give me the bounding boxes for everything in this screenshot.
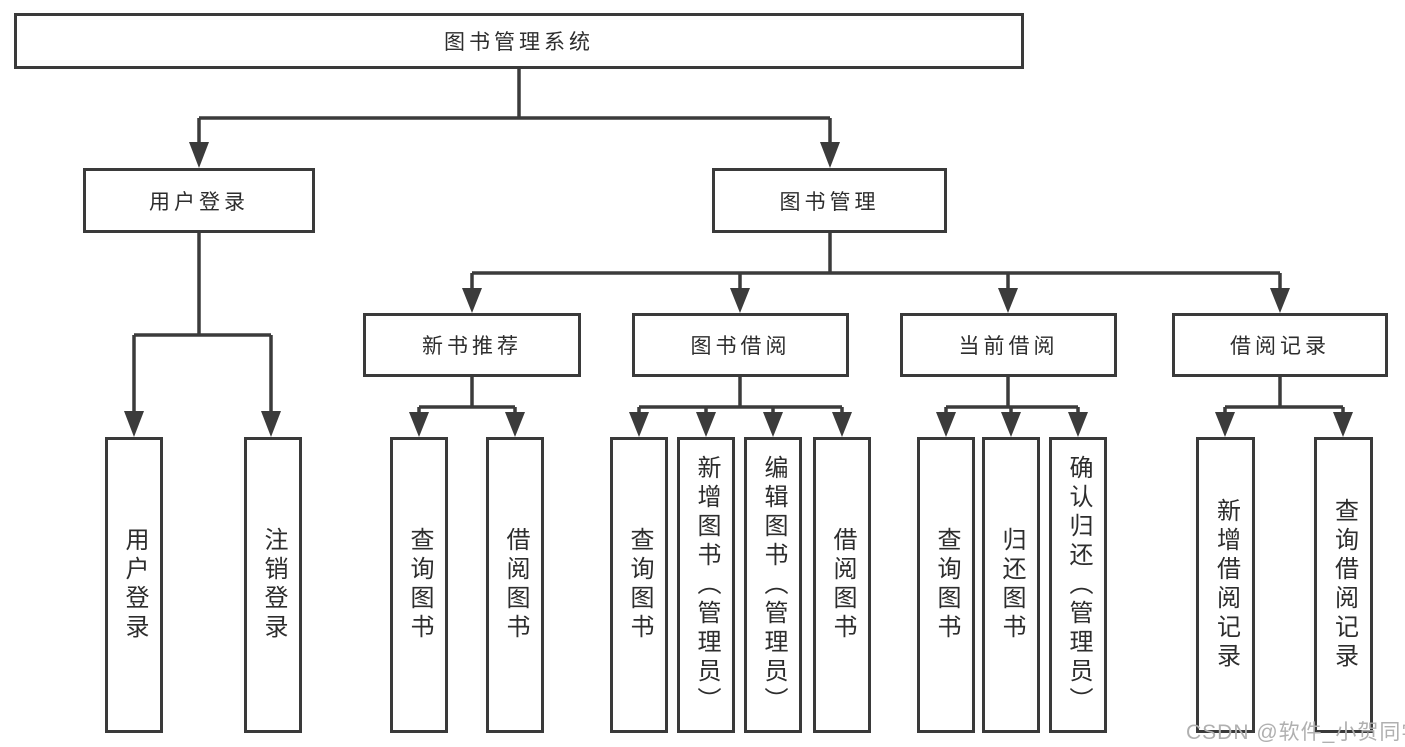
node-current-borrowing: 当前借阅 [900, 313, 1117, 377]
connector-root-to-level2 [189, 69, 840, 168]
connector-currentborrow-to-leaves [936, 377, 1088, 437]
leaf-records-query-borrow-record: 查询借阅记录 [1314, 437, 1373, 733]
node-borrowing-records: 借阅记录 [1172, 313, 1388, 377]
leaf-currentborrow-return-books: 归还图书 [982, 437, 1040, 733]
leaf-bookborrow-add-books-admin: 新增图书（管理员） [677, 437, 735, 733]
node-book-management: 图书管理 [712, 168, 947, 233]
csdn-watermark: CSDN @软件_小贺同学 [1186, 721, 1405, 744]
node-new-book-recommendation: 新书推荐 [363, 313, 581, 377]
node-user-login: 用户登录 [83, 168, 315, 233]
leaf-newbookrec-borrow-books: 借阅图书 [486, 437, 544, 733]
node-root: 图书管理系统 [14, 13, 1024, 69]
leaf-bookborrow-borrow-books: 借阅图书 [813, 437, 871, 733]
leaf-bookborrow-edit-books-admin: 编辑图书（管理员） [744, 437, 802, 733]
connector-bookborrow-to-leaves [629, 377, 852, 437]
connector-newbookrec-to-leaves [409, 377, 525, 437]
node-book-borrowing: 图书借阅 [632, 313, 849, 377]
connector-userlogin-to-leaves [124, 233, 281, 437]
leaf-newbookrec-query-books: 查询图书 [390, 437, 448, 733]
leaf-logout: 注销登录 [244, 437, 302, 733]
leaf-bookborrow-query-books: 查询图书 [610, 437, 668, 733]
leaf-currentborrow-confirm-return-admin: 确认归还（管理员） [1049, 437, 1107, 733]
leaf-records-add-borrow-record: 新增借阅记录 [1196, 437, 1255, 733]
leaf-currentborrow-query-books: 查询图书 [917, 437, 975, 733]
leaf-user-login: 用户登录 [105, 437, 163, 733]
connector-bookmgmt-to-level3 [462, 233, 1290, 313]
connector-borrowrecords-to-leaves [1215, 377, 1353, 437]
